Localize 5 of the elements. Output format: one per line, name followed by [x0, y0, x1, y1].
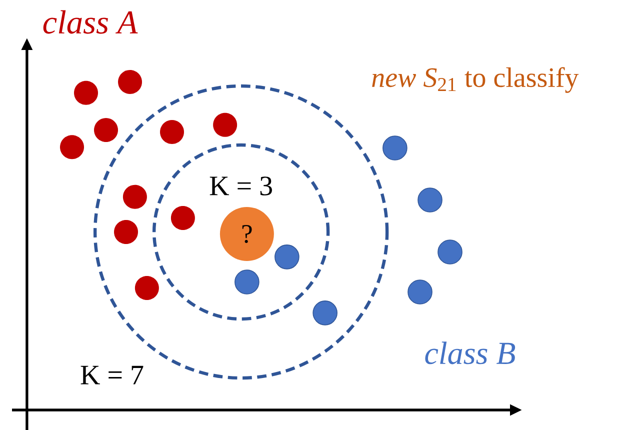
class-label: class B: [425, 342, 516, 364]
class-label: class A: [43, 10, 138, 34]
query-label: new S$_{21}$ to classify: [372, 67, 579, 93]
k-value-label: K = 7: [80, 366, 144, 384]
query-point: ?: [220, 207, 274, 261]
